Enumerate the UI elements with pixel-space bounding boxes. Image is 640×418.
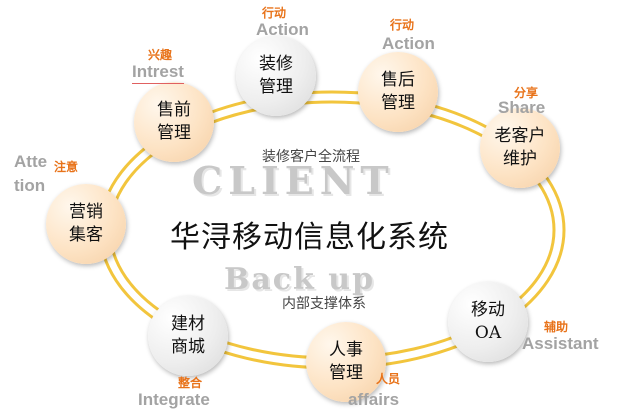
stage-en-share: Share <box>498 98 546 117</box>
node-mobile-oa-label: 移动 OA <box>471 300 505 343</box>
client-watermark: CLIENT <box>192 158 395 203</box>
stage-en-integrate: Integrate <box>138 390 210 409</box>
node-old-customer-label: 老客户 维护 <box>494 126 546 169</box>
stage-en-interest: Intrest <box>132 62 184 84</box>
stage-en-action-2: Action <box>382 34 435 53</box>
stage-cn-action-1: 行动 <box>262 6 287 20</box>
stage-en-affairs: affairs <box>348 390 400 409</box>
stage-en-attention: Atte tion <box>14 152 48 195</box>
node-materials-mall-label: 建材 商城 <box>171 314 205 357</box>
stage-cn-share: 分享 <box>514 86 539 100</box>
node-hr: 人事 管理 <box>306 322 386 402</box>
node-presales-label: 售前 管理 <box>157 100 191 143</box>
stage-en-action-1: Action <box>256 20 309 39</box>
stage-cn-personnel: 人员 <box>376 372 401 386</box>
customer-flow-label: 装修客户全流程 <box>262 149 360 165</box>
system-title: 华浔移动信息化系统 <box>170 220 449 255</box>
node-hr-label: 人事 管理 <box>329 340 363 383</box>
node-marketing: 营销 集客 <box>46 184 126 264</box>
stage-cn-interest: 兴趣 <box>148 48 173 62</box>
internal-support-label: 内部支撑体系 <box>282 296 366 312</box>
stage-cn-assist: 辅助 <box>544 320 569 334</box>
stage-cn-action-2: 行动 <box>390 18 415 32</box>
node-aftersales-label: 售后 管理 <box>381 70 415 113</box>
node-materials-mall: 建材 商城 <box>148 296 228 376</box>
node-presales: 售前 管理 <box>134 82 214 162</box>
node-renovation: 装修 管理 <box>236 36 316 116</box>
stage-cn-integrate: 整合 <box>178 376 203 390</box>
node-mobile-oa: 移动 OA <box>448 282 528 362</box>
stage-en-assistant: Assistant <box>522 334 599 353</box>
node-old-customer: 老客户 维护 <box>480 108 560 188</box>
stage-cn-attention: 注意 <box>54 160 79 174</box>
backup-watermark: Back up <box>224 262 376 297</box>
node-renovation-label: 装修 管理 <box>259 54 293 97</box>
node-aftersales: 售后 管理 <box>358 52 438 132</box>
node-marketing-label: 营销 集客 <box>69 202 103 245</box>
